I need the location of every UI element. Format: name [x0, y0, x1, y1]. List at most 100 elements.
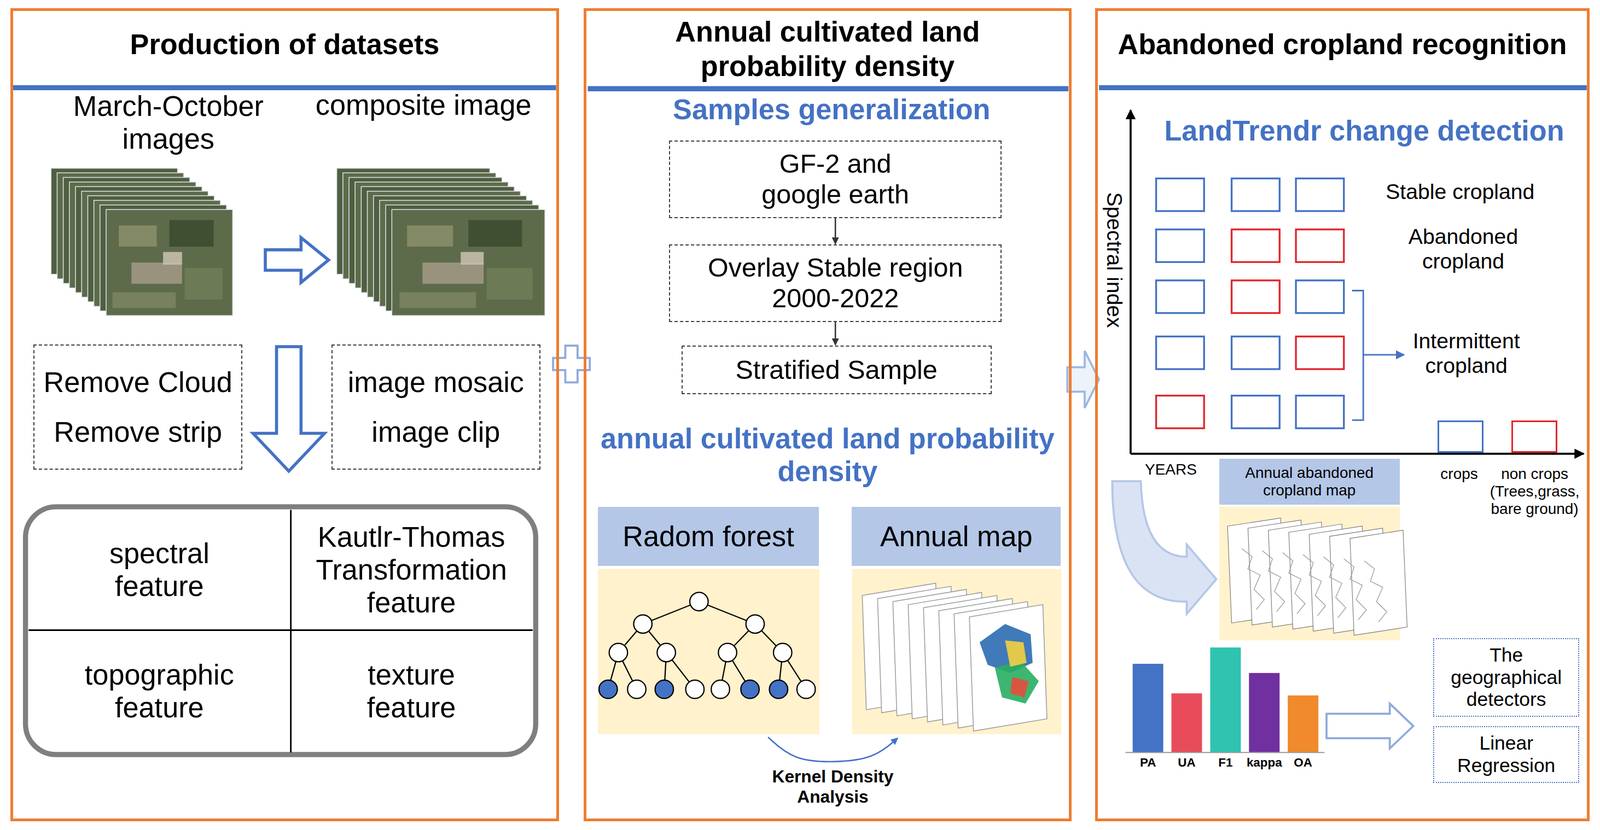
state-box	[1156, 336, 1205, 370]
feature-cell: Kautlr-Thomas Transformation feature	[292, 512, 531, 629]
legend-text: crops	[1428, 465, 1491, 484]
image-patch	[169, 220, 214, 247]
map-outline	[1302, 554, 1326, 616]
block-arrow	[1067, 351, 1099, 409]
image-patch	[118, 225, 157, 247]
legend-text: non crops (Trees,grass, bare ground)	[1481, 465, 1588, 519]
process-box: Stratified Sample	[681, 345, 992, 395]
annotation: OA	[1282, 755, 1324, 771]
image-patch	[399, 292, 476, 309]
box-text: GF-2 and google earth	[743, 148, 928, 211]
feature-cell: spectral feature	[30, 512, 289, 629]
state-box	[1231, 280, 1280, 314]
header-band: Annual map	[851, 507, 1061, 567]
feature-frame	[25, 507, 537, 755]
tree-node	[655, 680, 674, 700]
tree-node	[718, 643, 737, 663]
image-frame	[106, 209, 233, 316]
map-outline	[1241, 548, 1265, 610]
feature-cell: topographic feature	[30, 632, 289, 751]
map-box: Annual abandoned cropland map	[1219, 458, 1400, 641]
illustration-ground	[852, 569, 1062, 735]
method-box: Linear Regression	[1433, 726, 1580, 784]
tree-node	[711, 680, 730, 700]
edge-label: Kernel Density Analysis	[766, 766, 900, 807]
annotation: F1	[1205, 755, 1247, 771]
box-text: Linear Regression	[1437, 732, 1576, 778]
flow-arrow	[834, 218, 837, 245]
map-stack	[862, 583, 1047, 732]
state-box	[1156, 229, 1205, 263]
section-heading: annual cultivated land probability densi…	[584, 422, 1071, 488]
annotation: kappa	[1243, 755, 1285, 771]
bracket	[1352, 290, 1364, 421]
hollow-arrow	[253, 346, 325, 472]
model-box: Radom forest	[597, 507, 820, 735]
y-axis	[1129, 109, 1132, 454]
process-box: image mosaicimage clip	[331, 344, 541, 470]
process-box: GF-2 and google earth	[668, 140, 1002, 219]
band-text: Annual abandoned cropland map	[1222, 464, 1397, 500]
image-stack	[336, 168, 546, 316]
state-box	[1156, 178, 1205, 212]
map-outline	[1364, 561, 1387, 623]
box-text: Overlay Stable region 2000-2022	[673, 252, 998, 314]
hollow-arrow	[1326, 704, 1414, 749]
tree-node	[656, 643, 676, 663]
state-box	[1156, 396, 1205, 429]
state-box	[1295, 229, 1344, 263]
cell-text: Kautlr-Thomas Transformation feature	[301, 520, 522, 620]
state-box	[1231, 178, 1280, 212]
state-box	[1231, 229, 1280, 263]
state-box	[1295, 280, 1344, 314]
image-stack	[50, 168, 233, 316]
box-text: image mosaic	[347, 365, 525, 399]
table-rule	[289, 509, 292, 753]
x-axis	[1130, 452, 1584, 456]
heading-rule	[587, 86, 1069, 92]
bar	[1287, 695, 1319, 753]
panel: Production of datasetsRemove CloudRemove…	[10, 8, 560, 822]
image-patch	[163, 252, 183, 265]
state-box	[1231, 396, 1280, 429]
process-box: Overlay Stable region 2000-2022	[668, 244, 1002, 323]
annotation: PA	[1127, 755, 1169, 771]
section-heading: Samples generalization	[596, 92, 1067, 126]
state-box	[1295, 336, 1344, 370]
panel-heading: Production of datasets	[29, 27, 540, 62]
image-patch	[112, 292, 177, 309]
annotation: March-October images	[41, 89, 296, 156]
image-patch	[460, 252, 484, 265]
hollow-arrow	[265, 237, 329, 283]
tree-node	[633, 615, 653, 634]
map-blob	[1010, 677, 1029, 698]
map-outline	[1262, 550, 1285, 613]
tree-node	[773, 643, 793, 663]
band-text: Radom forest	[622, 520, 794, 554]
tree-symbol	[598, 592, 816, 699]
header-band: Annual abandoned cropland map	[1219, 458, 1400, 505]
axis-label: Spectral index	[1102, 178, 1127, 342]
box-text: Remove Cloud	[43, 365, 232, 399]
panel: Annual cultivated land probability densi…	[583, 8, 1072, 822]
tree-node	[689, 592, 709, 612]
tree-node	[796, 680, 816, 700]
annotation: YEARS	[1144, 461, 1217, 479]
tree-node	[740, 680, 760, 700]
map-outline	[1282, 553, 1306, 615]
baseline	[1125, 752, 1325, 754]
tree-node	[685, 680, 705, 700]
map-box: Annual map	[851, 507, 1061, 735]
curved-arrow	[1112, 481, 1216, 614]
cell-text: topographic feature	[72, 658, 247, 725]
flow-arrow	[834, 322, 837, 346]
table-rule	[28, 629, 533, 632]
tree-node	[598, 680, 618, 700]
image-patch	[184, 268, 223, 300]
map-page	[969, 604, 1047, 732]
state-grid	[1156, 178, 1344, 429]
section-heading: LandTrendr change detection	[1164, 114, 1588, 148]
state-box	[1231, 336, 1280, 370]
map-blob	[1004, 640, 1027, 667]
